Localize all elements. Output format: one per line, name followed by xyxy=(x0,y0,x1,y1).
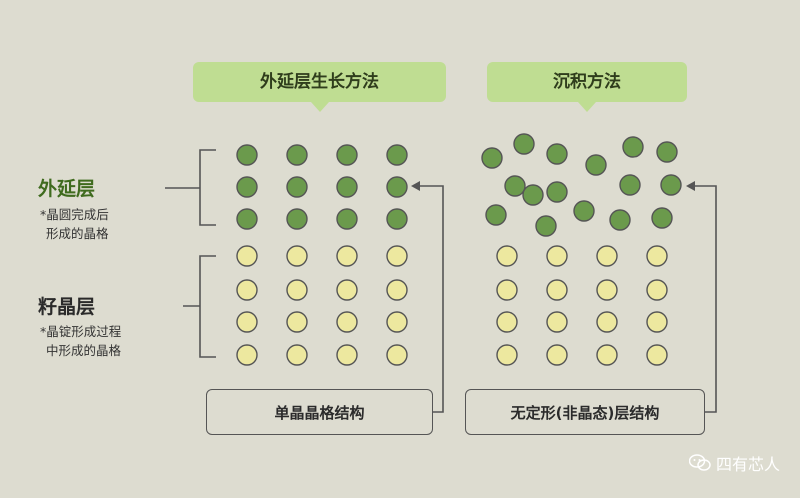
seed-atom xyxy=(236,311,258,333)
seed-atom xyxy=(646,279,668,301)
seed-atom xyxy=(386,311,408,333)
seed-atom xyxy=(546,311,568,333)
single-crystal-box: 单晶晶格结构 xyxy=(206,389,433,435)
seed-atom xyxy=(286,279,308,301)
amorphous-atom xyxy=(485,204,507,226)
right-connector-line xyxy=(693,185,717,413)
epi-note-line-2: 形成的晶格 xyxy=(46,226,109,241)
seed-atom xyxy=(596,344,618,366)
epi-atom xyxy=(236,144,258,166)
seed-note-line-2: 中形成的晶格 xyxy=(46,343,122,358)
epi-atom xyxy=(386,144,408,166)
amorphous-atom xyxy=(546,181,568,203)
seed-atom xyxy=(646,344,668,366)
right-seed-lattice xyxy=(496,245,668,366)
right-caption-pointer xyxy=(578,102,596,112)
seed-atom xyxy=(496,344,518,366)
seed-atom xyxy=(336,279,358,301)
amorphous-atom xyxy=(609,209,631,231)
left-epitaxial-lattice xyxy=(236,144,408,230)
seed-atom xyxy=(386,245,408,267)
epi-atom xyxy=(386,208,408,230)
epi-atom xyxy=(336,176,358,198)
seed-atom xyxy=(286,311,308,333)
epi-atom xyxy=(286,144,308,166)
amorphous-atom xyxy=(585,154,607,176)
seed-label-title: 籽晶层 xyxy=(38,296,96,318)
seed-atom xyxy=(236,279,258,301)
amorphous-atom xyxy=(573,200,595,222)
amorphous-atom xyxy=(660,174,682,196)
seed-atom xyxy=(336,245,358,267)
seed-atom xyxy=(386,279,408,301)
seed-atom xyxy=(286,245,308,267)
amorphous-atom xyxy=(619,174,641,196)
seed-atom xyxy=(596,245,618,267)
left-caption-pointer xyxy=(311,102,329,112)
right-caption: 沉积方法 xyxy=(487,62,687,102)
epi-atom xyxy=(336,144,358,166)
left-seed-lattice xyxy=(236,245,408,366)
seed-atom xyxy=(496,279,518,301)
amorphous-layer-box: 无定形(非晶态)层结构 xyxy=(465,389,705,435)
left-connector-line xyxy=(418,185,444,413)
right-amorphous-layer xyxy=(481,133,682,237)
seed-atom xyxy=(286,344,308,366)
seed-note-line-1: *晶锭形成过程 xyxy=(40,324,122,339)
seed-label-note: *晶锭形成过程 中形成的晶格 xyxy=(40,322,121,360)
amorphous-atom xyxy=(481,147,503,169)
seed-atom xyxy=(596,311,618,333)
seed-atom xyxy=(336,344,358,366)
seed-atom xyxy=(236,245,258,267)
epi-atom xyxy=(236,208,258,230)
amorphous-atom xyxy=(513,133,535,155)
epi-label-title: 外延层 xyxy=(38,178,96,200)
epi-bracket xyxy=(199,149,216,226)
epi-atom xyxy=(236,176,258,198)
epi-label-note: *晶圆完成后 形成的晶格 xyxy=(40,205,109,243)
amorphous-atom xyxy=(504,175,526,197)
epi-atom xyxy=(336,208,358,230)
left-arrow-head xyxy=(411,181,420,191)
epi-note-line-1: *晶圆完成后 xyxy=(40,207,109,222)
seed-atom xyxy=(546,344,568,366)
seed-atom xyxy=(646,311,668,333)
amorphous-atom xyxy=(651,207,673,229)
amorphous-atom xyxy=(522,184,544,206)
seed-atom xyxy=(386,344,408,366)
amorphous-atom xyxy=(656,141,678,163)
right-arrow-head xyxy=(686,181,695,191)
amorphous-atom xyxy=(546,143,568,165)
seed-atom xyxy=(496,245,518,267)
amorphous-atom xyxy=(535,215,557,237)
seed-atom xyxy=(236,344,258,366)
amorphous-atom xyxy=(622,136,644,158)
seed-atom xyxy=(546,279,568,301)
seed-atom xyxy=(496,311,518,333)
epi-atom xyxy=(286,176,308,198)
wechat-icon xyxy=(688,454,711,471)
seed-atom xyxy=(646,245,668,267)
seed-atom xyxy=(336,311,358,333)
epi-atom xyxy=(286,208,308,230)
epi-atom xyxy=(386,176,408,198)
left-caption: 外延层生长方法 xyxy=(193,62,446,102)
watermark: 四有芯人 xyxy=(688,451,780,475)
watermark-text: 四有芯人 xyxy=(715,455,780,474)
seed-bracket xyxy=(199,255,216,358)
seed-atom xyxy=(596,279,618,301)
seed-atom xyxy=(546,245,568,267)
